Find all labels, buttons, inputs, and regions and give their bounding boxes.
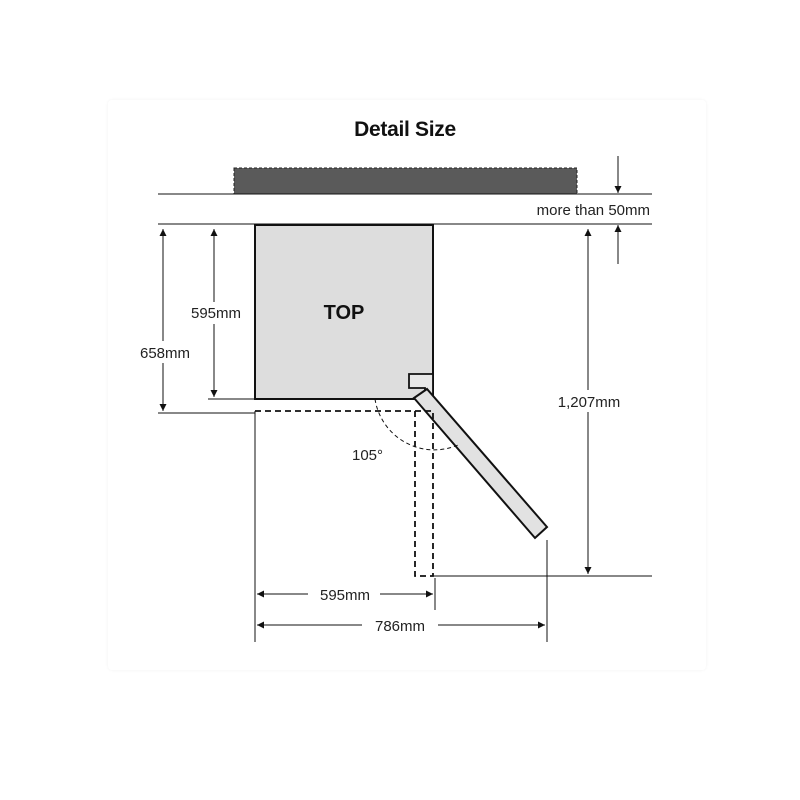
depth-body-label: 595mm <box>191 305 241 322</box>
diagram-title: Detail Size <box>354 118 456 141</box>
door-open-depth-label: 1,207mm <box>558 394 621 411</box>
width-door-open-label: 786mm <box>375 618 425 635</box>
dim-786-gap <box>362 614 438 636</box>
dim-595-depth-gap <box>183 302 249 324</box>
fridge-body <box>254 224 434 400</box>
wall-cabinet <box>233 167 578 195</box>
dim-658-gap <box>130 341 196 363</box>
clearance-label: more than 50mm <box>537 202 650 219</box>
angle-label: 105° <box>352 447 383 464</box>
dim-1207-gap <box>548 390 630 412</box>
open-door <box>412 387 549 540</box>
top-label: TOP <box>324 302 365 324</box>
door-swing-outline <box>255 410 434 577</box>
width-body-label: 595mm <box>320 587 370 604</box>
dim-595-width-gap <box>308 583 380 605</box>
depth-total-label: 658mm <box>140 345 190 362</box>
